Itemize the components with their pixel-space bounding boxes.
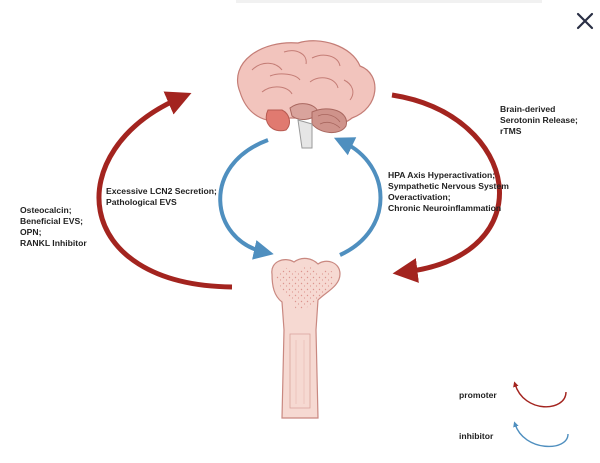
right-outer-label: Brain-derived Serotonin Release; rTMS	[500, 104, 578, 137]
left-outer-line-1: Osteocalcin;	[20, 205, 72, 215]
left-inner-line-2: Pathological EVS	[106, 197, 177, 207]
legend-promoter-arrow	[513, 381, 567, 408]
right-inner-label: HPA Axis Hyperactivation; Sympathetic Ne…	[388, 170, 509, 214]
close-icon[interactable]	[574, 10, 596, 32]
right-promoter-arrow	[391, 92, 502, 283]
left-inner-line-1: Excessive LCN2 Secretion;	[106, 186, 217, 196]
left-outer-line-4: RANKL Inhibitor	[20, 238, 87, 248]
brain-illustration	[237, 40, 376, 149]
right-inhibitor-arrow	[333, 137, 383, 257]
left-outer-label: Osteocalcin; Beneficial EVS; OPN; RANKL …	[20, 205, 87, 249]
legend-inhibitor-label: inhibitor	[459, 431, 494, 441]
right-inner-line-1: HPA Axis Hyperactivation;	[388, 170, 496, 180]
right-outer-line-3: rTMS	[500, 126, 522, 136]
left-inhibitor-arrow	[218, 138, 274, 260]
left-inner-label: Excessive LCN2 Secretion; Pathological E…	[106, 186, 217, 208]
right-outer-line-1: Brain-derived	[500, 104, 556, 114]
left-outer-line-3: OPN;	[20, 227, 42, 237]
legend-inhibitor-arrow	[513, 421, 569, 448]
left-promoter-arrow	[96, 91, 233, 290]
right-inner-line-4: Chronic Neuroinflammation	[388, 203, 502, 213]
right-outer-line-2: Serotonin Release;	[500, 115, 578, 125]
top-strip	[236, 0, 542, 3]
legend-promoter-label: promoter	[459, 390, 497, 400]
left-outer-line-2: Beneficial EVS;	[20, 216, 84, 226]
femur-bone-illustration	[271, 257, 341, 419]
right-inner-line-3: Overactivation;	[388, 192, 451, 202]
right-inner-line-2: Sympathetic Nervous System	[388, 181, 509, 191]
